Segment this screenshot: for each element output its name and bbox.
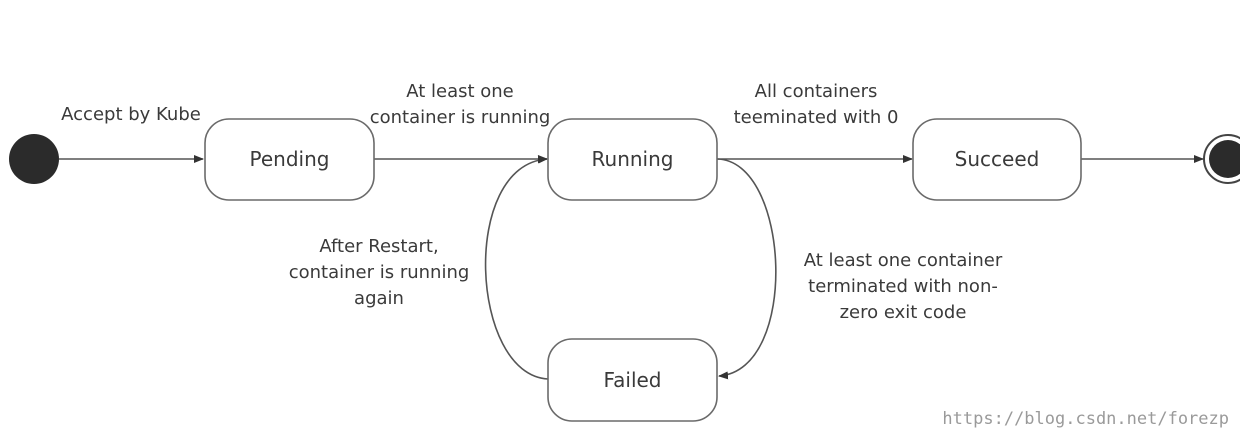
state-pending-label: Pending — [250, 147, 330, 171]
label-running-to-succeed: All containers teeminated with 0 — [734, 81, 899, 128]
watermark-text: https://blog.csdn.net/forezp — [942, 409, 1229, 429]
label-running-to-failed: At least one container terminated with n… — [804, 250, 1003, 323]
label-line: container is running — [370, 107, 551, 128]
edge-running-to-failed — [716, 158, 777, 380]
label-line: At least one — [406, 81, 514, 102]
label-line: All containers — [755, 81, 878, 102]
label-failed-to-running: After Restart, container is running agai… — [289, 236, 470, 309]
label-line: again — [354, 288, 404, 309]
state-running-label: Running — [592, 147, 674, 171]
final-state — [1203, 134, 1240, 184]
label-line: container is running — [289, 262, 470, 283]
edge-failed-to-running — [484, 155, 549, 380]
label-line: After Restart, — [319, 236, 438, 257]
label-line: teeminated with 0 — [734, 107, 899, 128]
label-line: At least one container — [804, 250, 1003, 271]
initial-state — [9, 134, 59, 184]
state-failed-label: Failed — [603, 368, 661, 392]
state-failed: Failed — [547, 338, 718, 422]
state-succeed-label: Succeed — [955, 147, 1040, 171]
label-pending-to-running: At least one container is running — [370, 81, 551, 128]
label-accept-by-kube: Accept by Kube — [61, 104, 201, 125]
label-line: terminated with non- — [808, 276, 998, 297]
state-succeed: Succeed — [912, 118, 1082, 201]
label-line: zero exit code — [840, 302, 967, 323]
state-running: Running — [547, 118, 718, 201]
state-pending: Pending — [204, 118, 375, 201]
